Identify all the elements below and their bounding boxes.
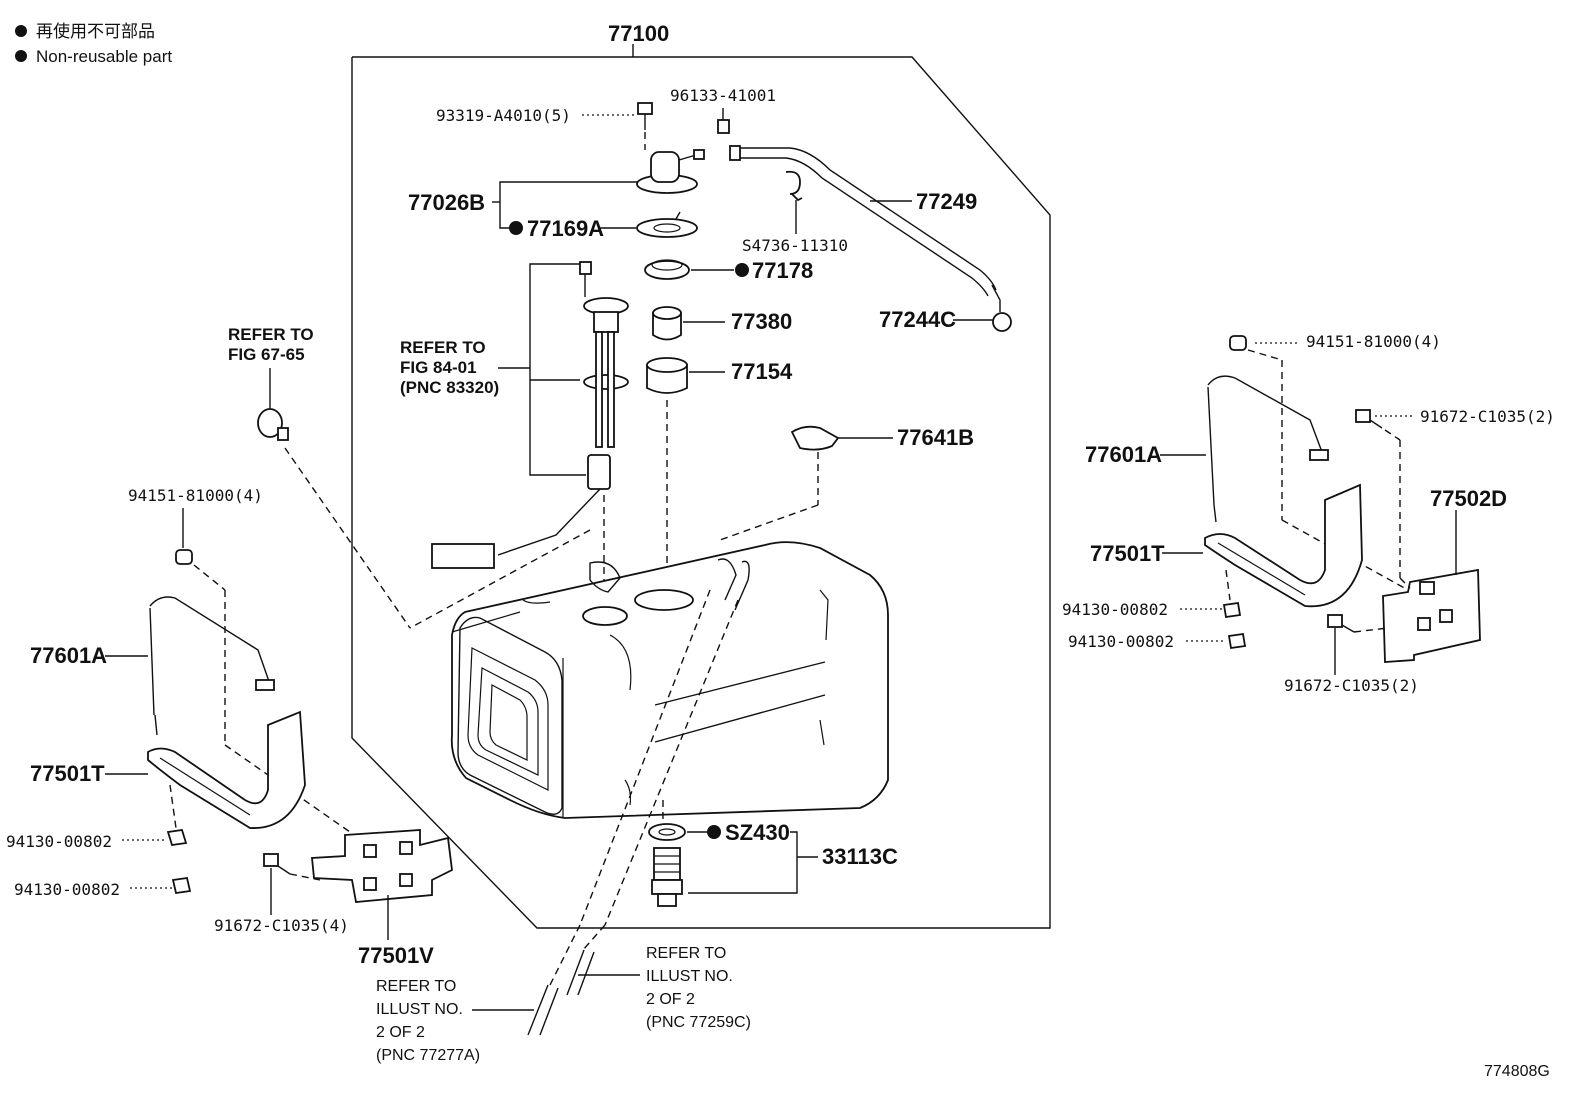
label-left-77501V: 77501V: [358, 943, 434, 968]
legend: 再使用不可部品 Non-reusable part: [15, 21, 172, 66]
label-right-94151: 94151-81000(4): [1306, 332, 1441, 351]
refer-fig67-line1: REFER TO: [228, 325, 314, 344]
fuel-hose: 96133-41001 S4736-11310 77249 77244C: [670, 86, 1012, 332]
refer-fig84-line2: FIG 84-01: [400, 358, 477, 377]
refer-illust-b-line1: REFER TO: [646, 945, 726, 962]
label-96133: 96133-41001: [670, 86, 776, 105]
label-left-91672: 91672-C1035(4): [214, 916, 349, 935]
label-77244C: 77244C: [879, 307, 956, 332]
label-77154: 77154: [731, 359, 793, 384]
refer-illust-a-line4: (PNC 77277A): [376, 1047, 480, 1064]
legend-line-2: Non-reusable part: [36, 47, 172, 66]
sender-gauge-set: 93319-A4010(5) 77178 77380 77154 77026B: [408, 102, 813, 590]
refer-illust-a-line1: REFER TO: [376, 978, 456, 995]
refer-illust-b-line2: ILLUST NO.: [646, 968, 733, 985]
pump-sender: REFER TO FIG 84-01 (PNC 83320): [400, 261, 629, 629]
refer-illust-a-line2: ILLUST NO.: [376, 1001, 463, 1018]
label-SZ430: SZ430: [725, 820, 790, 845]
label-77026B: 77026B: [408, 190, 485, 215]
label-S4736: S4736-11310: [742, 236, 848, 255]
label-77380: 77380: [731, 309, 792, 334]
label-left-94130-a: 94130-00802: [6, 832, 112, 851]
label-right-77501T: 77501T: [1090, 541, 1165, 566]
left-refer: REFER TO FIG 67-65: [228, 325, 411, 629]
legend-line-1: 再使用不可部品: [36, 21, 155, 41]
assembly-frame: 77100: [351, 21, 1051, 929]
legend-dot-icon: [15, 50, 27, 62]
label-left-77601A: 77601A: [30, 643, 107, 668]
label-right-91672-a: 91672-C1035(2): [1420, 407, 1555, 426]
fuel-tank: [450, 541, 889, 819]
figure-id: 774808G: [1484, 1063, 1550, 1080]
refer-illust-b-line3: 2 OF 2: [646, 991, 695, 1008]
label-77178: 77178: [752, 258, 813, 283]
label-77169A: 77169A: [527, 216, 604, 241]
refer-fig67-line2: FIG 67-65: [228, 345, 305, 364]
label-right-91672-b: 91672-C1035(2): [1284, 676, 1419, 695]
label-left-94151: 94151-81000(4): [128, 486, 263, 505]
refer-illust-b-line4: (PNC 77259C): [646, 1014, 751, 1031]
refer-lines: REFER TO ILLUST NO. 2 OF 2 (PNC 77277A) …: [376, 589, 751, 1064]
label-left-94130-b: 94130-00802: [14, 880, 120, 899]
label-77641B: 77641B: [897, 425, 974, 450]
label-left-77501T: 77501T: [30, 761, 105, 786]
tank-pad-and-drain: 77641B SZ430 33113C: [648, 425, 974, 907]
label-33113C: 33113C: [822, 844, 898, 869]
refer-fig84-line3: (PNC 83320): [400, 378, 499, 397]
refer-fig84-line1: REFER TO: [400, 338, 486, 357]
label-right-94130-a: 94130-00802: [1062, 600, 1168, 619]
label-right-77601A: 77601A: [1085, 442, 1162, 467]
label-right-94130-b: 94130-00802: [1068, 632, 1174, 651]
label-93319: 93319-A4010(5): [436, 106, 571, 125]
label-77100: 77100: [608, 21, 669, 46]
refer-illust-a-line3: 2 OF 2: [376, 1024, 425, 1041]
right-bracket-set: 94151-81000(4) 77601A 77501T 94130-00802…: [1062, 332, 1555, 695]
left-bracket-set: 94151-81000(4) 77601A 77501T 94130-00802…: [6, 486, 453, 968]
legend-dot-icon: [15, 25, 27, 37]
label-77249: 77249: [916, 189, 977, 214]
label-right-77502D: 77502D: [1430, 486, 1507, 511]
